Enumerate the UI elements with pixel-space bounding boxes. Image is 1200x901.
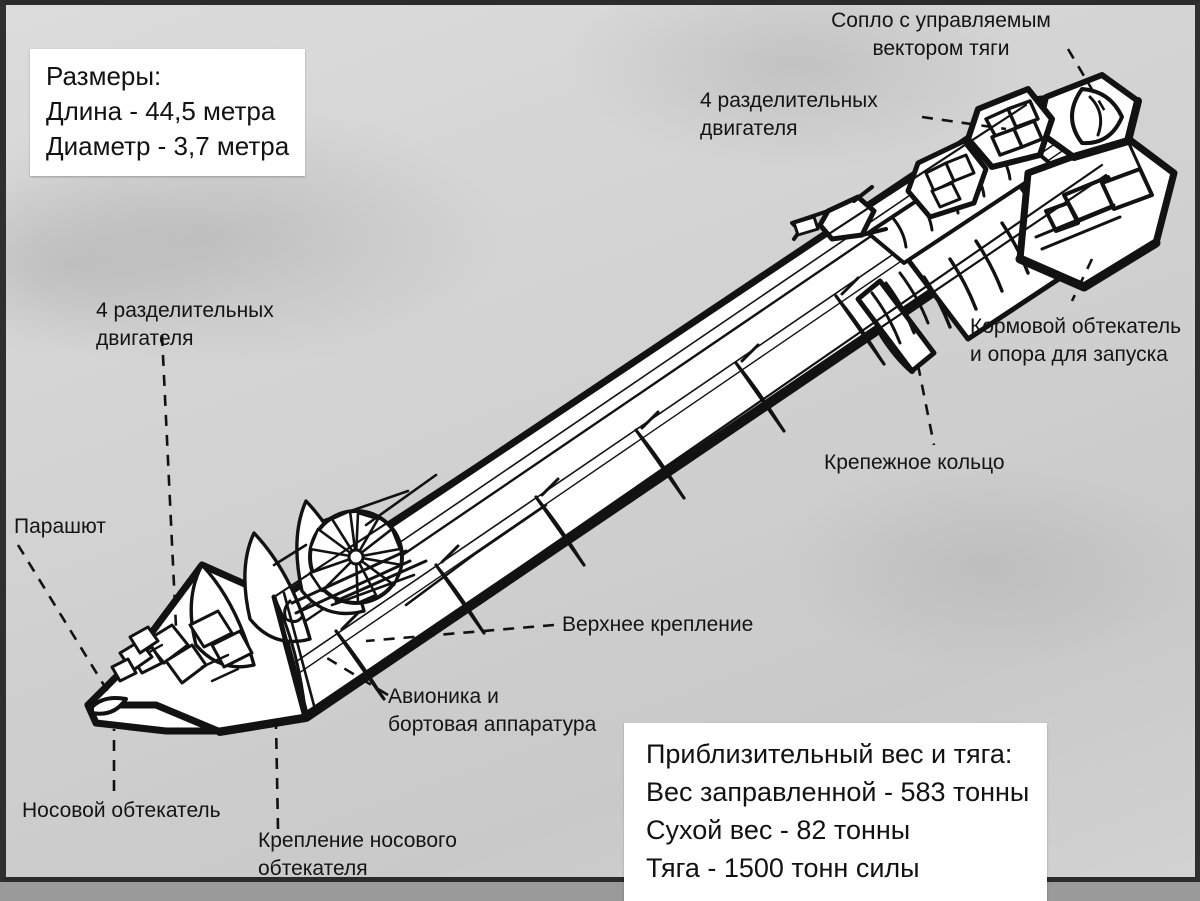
dry-weight: Сухой вес - 82 тонны	[646, 815, 911, 845]
upper-attachment-fitting	[790, 185, 888, 242]
callout-aft-fairing-line2: и опора для запуска	[970, 343, 1168, 366]
callout-avionics: Авионика и бортовая аппаратура	[388, 683, 596, 739]
dimensions-diameter: Диаметр - 3,7 метра	[46, 131, 290, 161]
callout-nose-cone-attachment: Крепление носового обтекателя	[258, 827, 457, 883]
callout-nose-cone-attachment-line1: Крепление носового	[258, 829, 457, 852]
leader-separation-motors-top	[921, 115, 1007, 131]
dimensions-info-box: Размеры: Длина - 44,5 метра Диаметр - 3,…	[30, 49, 306, 176]
callout-separation-motors-top: 4 разделительных двигателя	[700, 87, 878, 143]
callout-parachute-line1: Парашют	[14, 515, 106, 538]
rocket-body-group	[84, 72, 1178, 736]
callout-thrust-vector-nozzle-line2: вектором тяги	[872, 37, 1010, 60]
callout-aft-fairing-line1: Кормовой обтекатель	[970, 315, 1182, 338]
callout-separation-motors-left: 4 разделительных двигателя	[96, 297, 274, 353]
cutaway-inner-wall	[272, 103, 1108, 719]
leader-attachment-ring	[916, 364, 936, 446]
callout-attachment-ring-line1: Крепежное кольцо	[824, 451, 1005, 474]
dimensions-length: Длина - 44,5 метра	[46, 96, 276, 126]
leader-nose-cone-attachment	[274, 722, 280, 830]
callout-avionics-line2: бортовая аппаратура	[388, 713, 597, 736]
separation-motors-aft-lower	[905, 138, 989, 220]
weight-thrust-title: Приблизительный вес и тяга:	[646, 739, 1013, 769]
callout-separation-motors-left-line1: 4 разделительных	[96, 299, 274, 322]
callout-nose-cone-line1: Носовой обтекатель	[22, 799, 221, 822]
parachute-compartment	[110, 625, 160, 683]
interior-panel-edges	[364, 473, 548, 607]
attachment-ring	[855, 271, 937, 374]
body-joint-ticks	[340, 276, 860, 631]
leader-lines	[16, 48, 1108, 830]
leader-aft-fairing	[1070, 258, 1094, 302]
callout-aft-fairing: Кормовой обтекатель и опора для запуска	[970, 313, 1181, 369]
callout-upper-attachment: Верхнее крепление	[562, 611, 753, 639]
callout-separation-motors-top-line2: двигателя	[700, 117, 798, 140]
callout-separation-motors-left-line2: двигателя	[96, 327, 194, 350]
nose-section	[84, 499, 366, 735]
thrust-vector-nozzle	[1035, 72, 1142, 161]
thrust-value: Тяга - 1500 тонн силы	[646, 853, 920, 883]
leader-avionics	[321, 653, 389, 697]
leader-separation-motors-left	[160, 334, 178, 628]
callout-thrust-vector-nozzle-line1: Сопло с управляемым	[831, 9, 1051, 32]
callout-separation-motors-top-line1: 4 разделительных	[700, 89, 878, 112]
callout-attachment-ring: Крепежное кольцо	[824, 449, 1005, 477]
callout-nose-cone-attachment-line2: обтекателя	[258, 857, 368, 880]
dimensions-title: Размеры:	[46, 61, 162, 91]
leader-thrust-vector-nozzle	[1066, 48, 1108, 114]
callout-upper-attachment-line1: Верхнее крепление	[562, 613, 754, 636]
callout-thrust-vector-nozzle: Сопло с управляемым вектором тяги	[806, 7, 1076, 63]
turbine-fan-wheel	[308, 509, 404, 605]
leader-parachute	[16, 544, 112, 696]
separation-motors-aft	[965, 86, 1055, 170]
fueled-weight: Вес заправленной - 583 тонны	[646, 777, 1030, 807]
callout-nose-cone: Носовой обтекатель	[22, 797, 221, 825]
callout-avionics-line1: Авионика и	[388, 685, 499, 708]
internal-shaft-plumbing	[283, 549, 428, 624]
nose-cone-attachment-ring	[271, 591, 318, 720]
rocket-cutaway-illustration	[16, 48, 1178, 830]
weight-thrust-info-box: Приблизительный вес и тяга: Вес заправле…	[624, 723, 1048, 901]
internal-struts	[272, 489, 416, 607]
callout-parachute: Парашют	[14, 513, 106, 541]
